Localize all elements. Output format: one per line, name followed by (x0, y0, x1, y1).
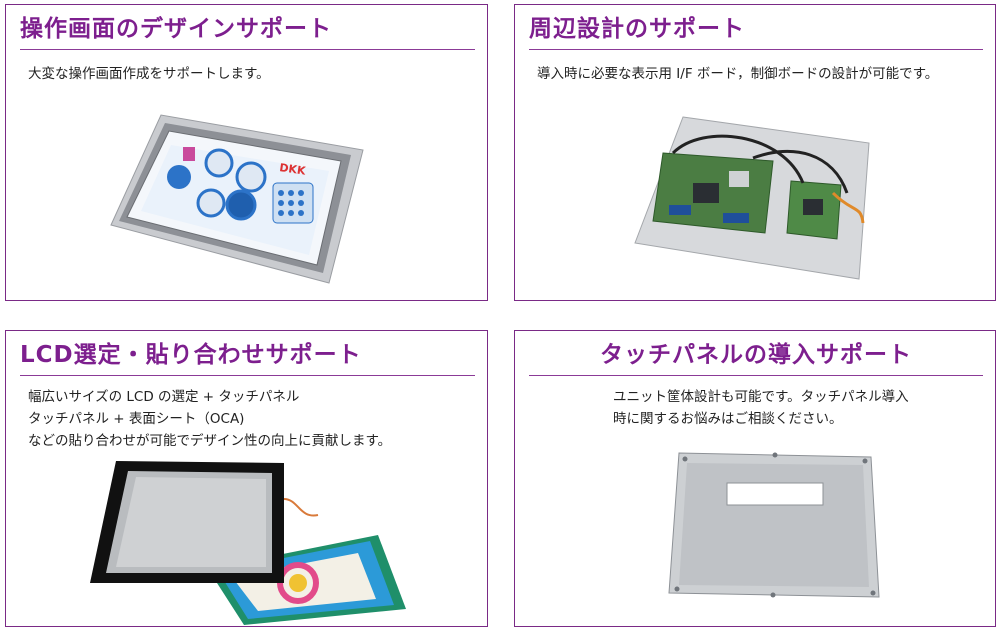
touch-panel-lamination-image (88, 459, 418, 625)
card-description: 幅広いサイズの LCD の選定 + タッチパネル タッチパネル + 表面シート（… (28, 389, 392, 449)
card-title: LCD選定・貼り合わせサポート (20, 335, 475, 376)
card-description: 導入時に必要な表示用 I/F ボード，制御ボードの設計が可能です。 (537, 66, 939, 82)
card-description: 大変な操作画面作成をサポートします。 (28, 66, 270, 82)
card-lcd-selection: LCD選定・貼り合わせサポート 幅広いサイズの LCD の選定 + タッチパネル… (5, 330, 488, 627)
card-peripheral-design: 周辺設計のサポート 導入時に必要な表示用 I/F ボード，制御ボードの設計が可能… (514, 4, 996, 301)
control-board-image (633, 113, 873, 283)
metal-chassis-image (665, 451, 885, 601)
card-design-support: 操作画面のデザインサポート 大変な操作画面作成をサポートします。 DKK (5, 4, 488, 301)
card-description: ユニット筐体設計も可能です。タッチパネル導入 時に関するお悩みはご相談ください。 (613, 389, 909, 427)
card-touch-panel-introduction: タッチパネルの導入サポート ユニット筐体設計も可能です。タッチパネル導入 時に関… (514, 330, 996, 627)
lcd-panel-image: DKK (101, 105, 371, 290)
card-title: 操作画面のデザインサポート (20, 9, 475, 50)
card-title: タッチパネルの導入サポート (529, 335, 983, 376)
card-title: 周辺設計のサポート (529, 9, 983, 50)
screen-logo: DKK (279, 161, 307, 178)
